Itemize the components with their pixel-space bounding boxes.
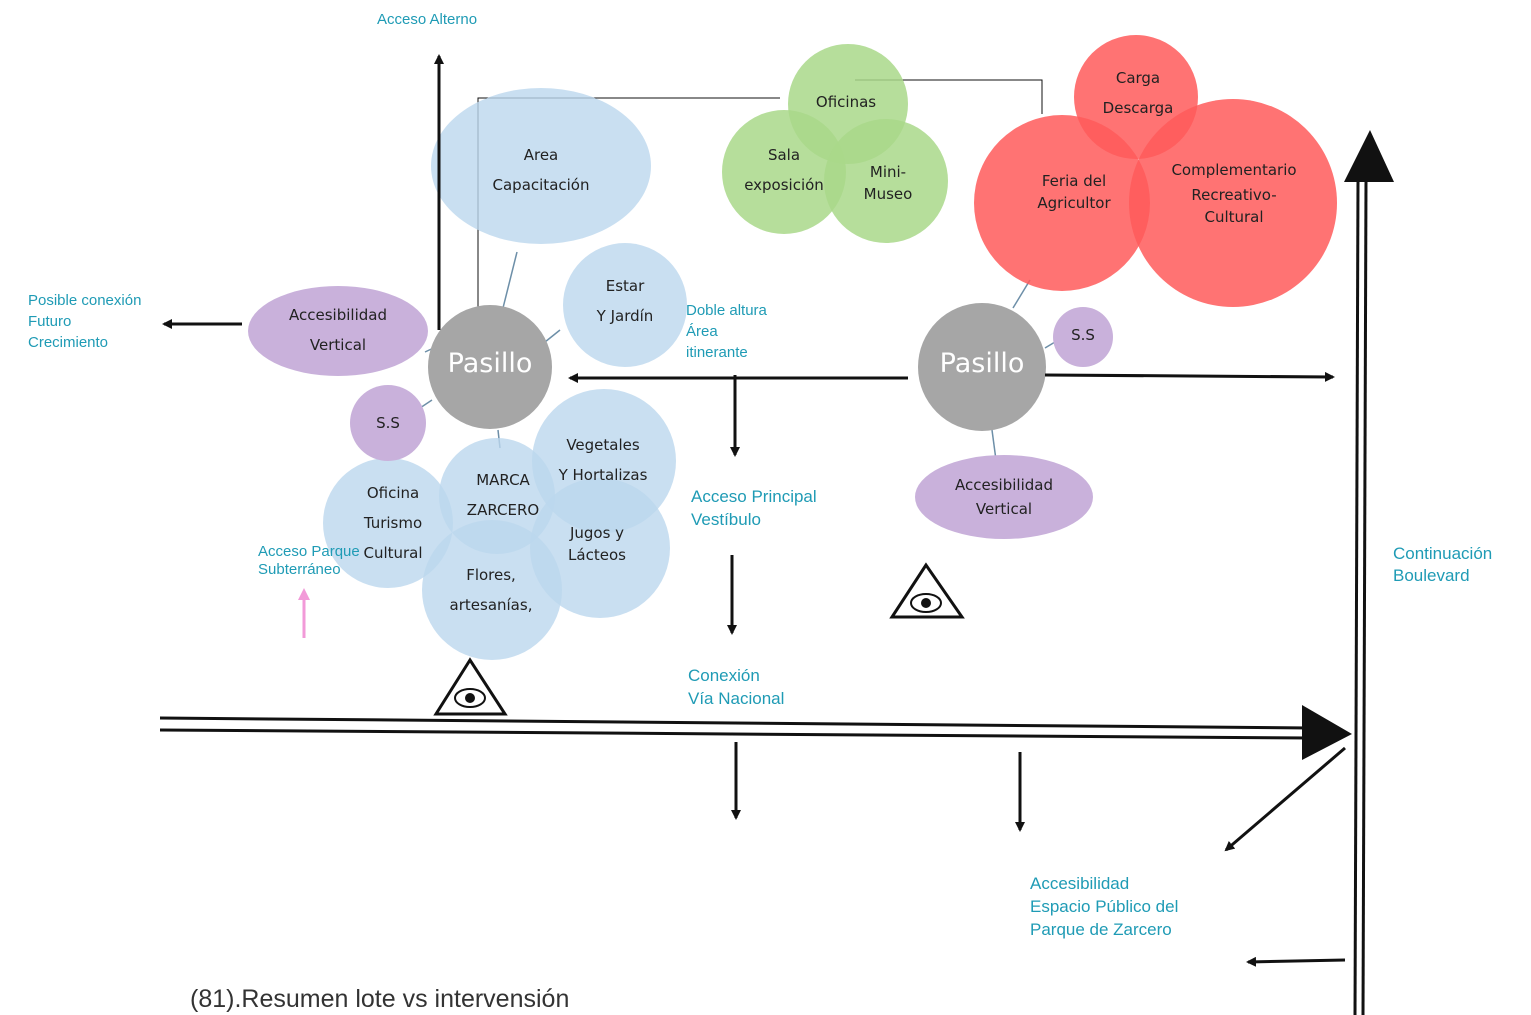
accesibilidad-der-bubble	[915, 455, 1093, 539]
pasillo-der-text: Pasillo	[939, 348, 1025, 379]
ss-izq-bubble	[350, 385, 426, 461]
red-bubbles	[974, 35, 1337, 307]
arrow-pasillo-right	[1044, 371, 1335, 382]
complementario-bubble	[1129, 99, 1337, 307]
oficina-turismo-bubble	[323, 458, 453, 588]
road-horizontal	[159, 705, 1352, 760]
feria-bubble	[974, 115, 1150, 291]
arrows	[162, 54, 1346, 967]
sala-exposicion-bubble	[722, 110, 846, 234]
mini-museo-text: Mini-Museo	[863, 163, 913, 203]
eye-icon	[889, 562, 965, 619]
ss-der-bubble	[1053, 307, 1113, 367]
pasillo-der-bubble	[918, 303, 1046, 431]
eye-icon	[433, 657, 508, 716]
oficinas-text: Oficinas	[815, 93, 877, 111]
acceso-alterno-label: Acceso Alterno	[377, 11, 478, 28]
pasillo-izq-bubble	[428, 305, 552, 429]
estar-jardin-bubble	[563, 243, 687, 367]
area-capacitacion-bubble	[431, 88, 651, 244]
arrow-acceso-parque	[298, 588, 310, 638]
jugos-bubble	[530, 478, 670, 618]
flores-text: Flores,artesanías,	[449, 566, 533, 614]
pasillo-izq-text: Pasillo	[447, 348, 533, 379]
ss-izq-text: S.S	[376, 414, 400, 432]
mini-museo-bubble	[824, 119, 948, 243]
green-bubbles	[722, 44, 948, 243]
complementario-text: Complementario Recreativo- Cultural	[1171, 161, 1297, 226]
bracket-lines	[477, 79, 1043, 330]
accesibilidad-izq-bubble	[248, 286, 428, 376]
gray-bubbles	[428, 303, 1046, 431]
purple-bubbles	[248, 286, 1113, 539]
flores-bubble	[422, 520, 562, 660]
road-vertical	[1344, 130, 1394, 1015]
blue-bubbles	[323, 88, 687, 660]
figure-caption: (81).Resumen lote vs intervensión	[190, 985, 570, 1013]
arrow-bottom-left	[1246, 956, 1346, 967]
ss-der-text: S.S	[1071, 326, 1095, 344]
arrow-diagonal	[1224, 746, 1346, 852]
